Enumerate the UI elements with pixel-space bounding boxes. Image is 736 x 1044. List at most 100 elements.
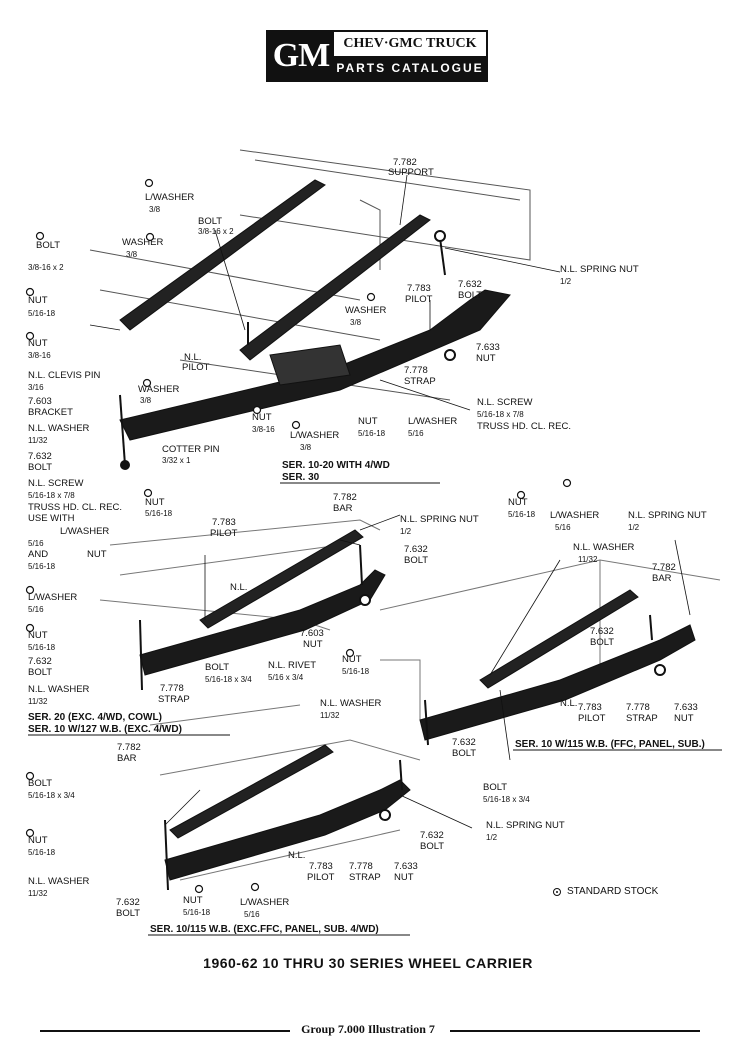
footer-rule-right [450, 1030, 700, 1032]
header-line-2: PARTS CATALOGUE [334, 56, 486, 80]
label-7603-name: BRACKET [28, 407, 73, 418]
label-lwasher-b: L/WASHER [240, 897, 289, 908]
label-7632-mr-bottom-name: BOLT [452, 748, 476, 759]
footer-rule-left [40, 1030, 290, 1032]
top-labels: 7.782 SUPPORT L/WASHER 3/8 BOLT 3/8-16 x… [28, 157, 639, 484]
bottom-bar [169, 744, 334, 839]
label-lwasher-top-right: L/WASHER [408, 416, 457, 427]
label-nut-top-mid-size: 3/8-16 [252, 425, 275, 434]
label-7632-mr-num: 7.632 [590, 626, 614, 637]
label-7778-ml-num: 7.778 [160, 683, 184, 694]
midleft-bolts [139, 544, 371, 691]
label-spring-nut-ml: N.L. SPRING NUT [400, 514, 479, 525]
top-support-bars [119, 179, 431, 361]
label-bolt-mr: BOLT [483, 782, 507, 793]
label-7632-left-num: 7.632 [28, 451, 52, 462]
label-7783-top-name: PILOT [405, 294, 433, 305]
label-7632-top-num: 7.632 [458, 279, 482, 290]
label-lwasher-ml-size: 5/16 [28, 605, 44, 614]
label-nl-mr: N.L. [560, 698, 577, 709]
label-nut-b-size: 5/16-18 [183, 908, 211, 917]
label-washer-top: WASHER [122, 237, 163, 248]
label-lwasher-top-mid-size: 3/8 [300, 443, 312, 452]
label-7632-b-num: 7.632 [420, 830, 444, 841]
gm-logo: GM [268, 32, 334, 80]
label-use-with: USE WITH [28, 513, 75, 524]
label-nut-mr-left-size: 5/16-18 [342, 667, 370, 676]
label-7778-top-name: STRAP [404, 376, 436, 387]
label-spring-nut-b: N.L. SPRING NUT [486, 820, 565, 831]
label-nl-washer-b: N.L. WASHER [28, 876, 90, 887]
label-7778-mr-name: STRAP [626, 713, 658, 724]
label-bolt-mr-size: 5/16-18 x 3/4 [483, 795, 530, 804]
midright-bolts [424, 614, 666, 746]
label-7632-ml-left-num: 7.632 [28, 656, 52, 667]
label-nl-washer-mr: N.L. WASHER [573, 542, 635, 553]
label-7632-ml-num: 7.632 [404, 544, 428, 555]
label-nl-pilot-top-name: PILOT [182, 362, 210, 373]
top-bolts [119, 230, 456, 470]
legend-label: STANDARD STOCK [567, 886, 659, 897]
label-nl-washer-mr-left: N.L. WASHER [320, 698, 382, 709]
footer-label: Group 7.000 Illustration 7 [291, 1022, 445, 1036]
label-nl-washer-mr-left-size: 11/32 [320, 711, 340, 720]
label-washer-left-top-size: 3/8 [140, 396, 152, 405]
label-cotter-pin: COTTER PIN [162, 444, 220, 455]
bottom-strap [164, 779, 411, 881]
label-lwasher-ml: L/WASHER [28, 592, 77, 603]
label-spring-nut-mr: N.L. SPRING NUT [628, 510, 707, 521]
label-nut-mr: NUT [508, 497, 528, 508]
label-lwasher-top-right-size: 5/16 [408, 429, 424, 438]
midleft-strap [139, 569, 386, 676]
label-7632-top-name: BOLT [458, 290, 482, 301]
caption-midleft-2: SER. 10 W/127 W.B. (EXC. 4/WD) [28, 724, 182, 735]
label-nut-mr-left: NUT [342, 654, 362, 665]
label-spring-nut-top-size: 1/2 [560, 277, 572, 286]
label-spring-nut-mr-size: 1/2 [628, 523, 640, 532]
label-cotter-pin-size: 3/32 x 1 [162, 456, 191, 465]
label-nut-left-2-size: 3/8-16 [28, 351, 51, 360]
label-nut-ml: NUT [145, 497, 165, 508]
label-nl-washer-ml-size: 11/32 [28, 697, 48, 706]
label-nl-washer-b-size: 11/32 [28, 889, 48, 898]
label-7778-mr-num: 7.778 [626, 702, 650, 713]
label-nl-screw-left-type: TRUSS HD. CL. REC. [28, 502, 122, 513]
label-nut-b-left: NUT [28, 835, 48, 846]
standard-stock-icon [553, 887, 561, 896]
label-7782-support-num: 7.782 [393, 157, 417, 168]
label-7633-mr-num: 7.633 [674, 702, 698, 713]
label-7633-b-num: 7.633 [394, 861, 418, 872]
label-bolt-left: BOLT [36, 240, 60, 251]
label-7632-b-left-name: BOLT [116, 908, 140, 919]
label-7782-b-num: 7.782 [117, 742, 141, 753]
label-lwasher-top-size: 3/8 [149, 205, 161, 214]
label-bolt-top-size: 3/8-16 x 2 [198, 227, 234, 236]
label-bolt-ml-size: 5/16-18 x 3/4 [205, 675, 252, 684]
label-nut-ml-size: 5/16-18 [145, 509, 173, 518]
label-7632-b-name: BOLT [420, 841, 444, 852]
label-nut-ml-left-size: 5/16-18 [28, 643, 56, 652]
midright-bar [479, 589, 639, 689]
label-washer-mid-top-size: 3/8 [350, 318, 362, 327]
label-nut-top-mid: NUT [252, 412, 272, 423]
header-text: CHEV·GMC TRUCK PARTS CATALOGUE [334, 32, 486, 80]
label-nl-screw-top-type: TRUSS HD. CL. REC. [477, 421, 571, 432]
label-nl-b: N.L. [288, 850, 305, 861]
label-nl-rivet-ml-size: 5/16 x 3/4 [268, 673, 304, 682]
top-strap [119, 289, 511, 441]
caption-midright: SER. 10 W/115 W.B. (FFC, PANEL, SUB.) [515, 739, 705, 750]
label-lwasher-top-mid: L/WASHER [290, 430, 339, 441]
label-7778-b-name: STRAP [349, 872, 381, 883]
label-7633-mr-name: NUT [674, 713, 694, 724]
label-lwasher-mr-size: 5/16 [555, 523, 571, 532]
footer: Group 7.000 Illustration 7 [0, 1022, 736, 1037]
label-and: AND [28, 549, 48, 560]
label-clevis-pin: N.L. CLEVIS PIN [28, 370, 100, 381]
caption-bottom: SER. 10/115 W.B. (EXC.FFC, PANEL, SUB. 4… [150, 924, 379, 935]
bottom-bolts [164, 759, 403, 891]
label-nl-washer-top-size: 11/32 [28, 436, 48, 445]
label-7782-ml-num: 7.782 [333, 492, 357, 503]
label-use-with-nut: NUT [87, 549, 107, 560]
label-nut-ml-left: NUT [28, 630, 48, 641]
